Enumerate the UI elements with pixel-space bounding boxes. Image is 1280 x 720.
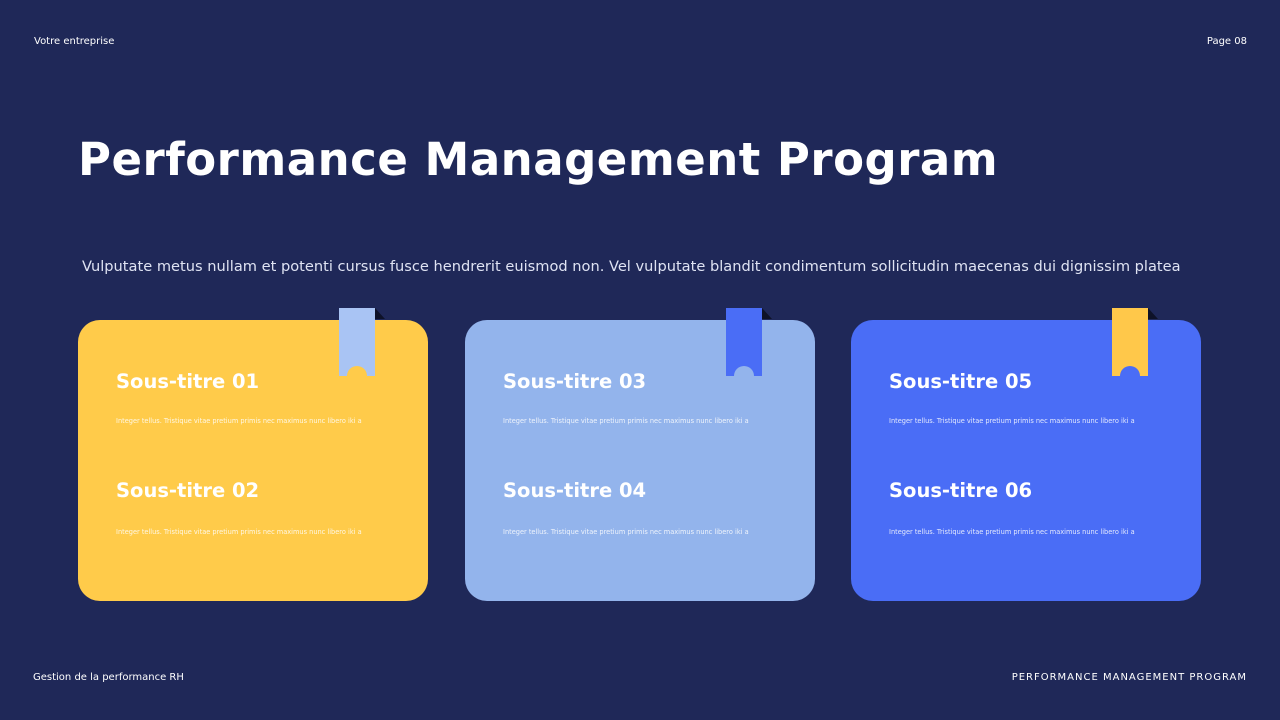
page-number: Page 08 xyxy=(1206,36,1247,47)
card-subtitle: Sous-titre 02 xyxy=(116,479,260,502)
page-title: Performance Management Program xyxy=(78,133,999,186)
card-text: Integer tellus. Tristique vitae pretium … xyxy=(889,417,1135,425)
card-text: Integer tellus. Tristique vitae pretium … xyxy=(116,528,362,536)
card-subtitle: Sous-titre 04 xyxy=(503,479,647,502)
card-subtitle: Sous-titre 06 xyxy=(889,479,1033,502)
card-text: Integer tellus. Tristique vitae pretium … xyxy=(503,528,749,536)
card-subtitle: Sous-titre 03 xyxy=(503,370,647,393)
card-3: Sous-titre 05 Integer tellus. Tristique … xyxy=(851,308,1201,601)
card-2: Sous-titre 03 Integer tellus. Tristique … xyxy=(465,308,815,601)
intro-text: Vulputate metus nullam et potenti cursus… xyxy=(82,258,1181,275)
company-name: Votre entreprise xyxy=(34,36,115,47)
bookmark-icon xyxy=(1112,308,1158,376)
bookmark-icon xyxy=(339,308,385,376)
card-text: Integer tellus. Tristique vitae pretium … xyxy=(503,417,749,425)
footer-left: Gestion de la performance RH xyxy=(33,672,184,683)
bookmark-icon xyxy=(726,308,772,376)
card-subtitle: Sous-titre 05 xyxy=(889,370,1033,393)
card-subtitle: Sous-titre 01 xyxy=(116,370,260,393)
footer-right: PERFORMANCE MANAGEMENT PROGRAM xyxy=(1011,672,1247,683)
card-1: Sous-titre 01 Integer tellus. Tristique … xyxy=(78,308,428,601)
card-text: Integer tellus. Tristique vitae pretium … xyxy=(889,528,1135,536)
card-text: Integer tellus. Tristique vitae pretium … xyxy=(116,417,362,425)
